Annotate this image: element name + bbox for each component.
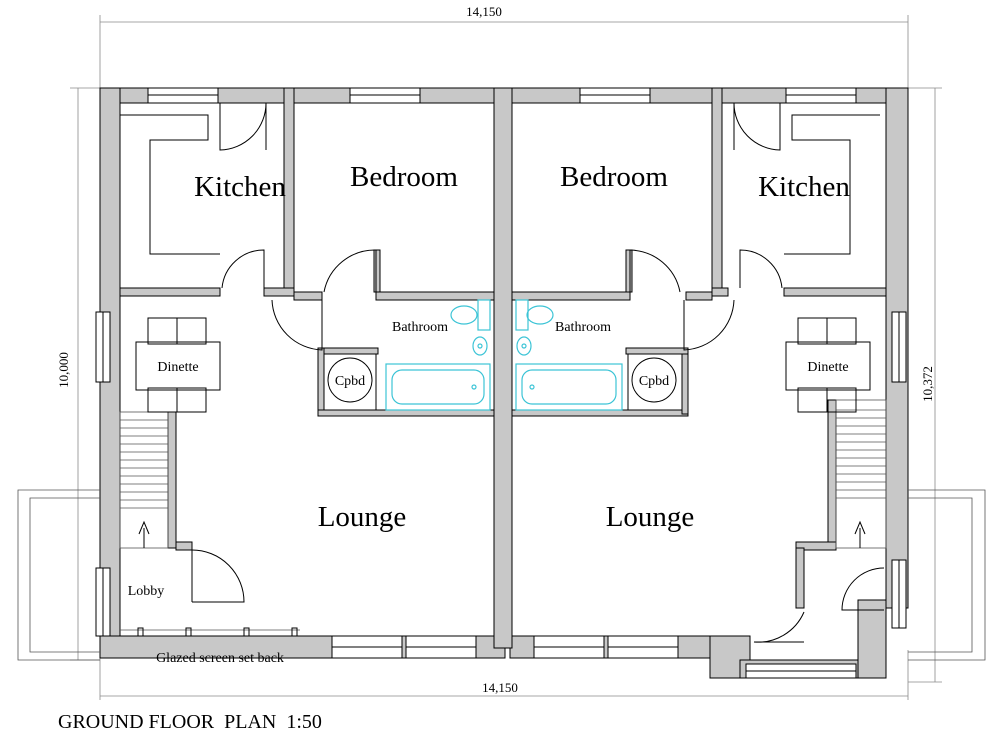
lounge-label-right: Lounge (606, 501, 695, 533)
dinette-table-left (135, 317, 221, 413)
lounge-label-left: Lounge (318, 501, 407, 533)
bathroom-label-right: Bathroom (555, 320, 611, 335)
kitchen-label-right: Kitchen (758, 171, 850, 203)
glazed-screen-label: Glazed screen set back (156, 651, 284, 666)
staircase-left (119, 411, 169, 549)
bedroom-label-right: Bedroom (560, 161, 668, 193)
bedroom-label-left: Bedroom (350, 161, 458, 193)
dimension-bottom: 14,150 (482, 680, 518, 695)
bathroom-fittings-left (385, 299, 491, 411)
cpbd-label-right: Cpbd (639, 374, 669, 389)
staircase-right (835, 399, 887, 549)
plan-title: GROUND FLOOR PLAN 1:50 (58, 711, 322, 733)
lobby-label: Lobby (128, 584, 165, 599)
porches (17, 489, 986, 661)
dinette-table-right (785, 317, 871, 413)
cpbd-label-left: Cpbd (335, 374, 365, 389)
glazed-screen (120, 627, 300, 637)
doors (191, 102, 885, 643)
dimension-left: 10,000 (56, 352, 71, 388)
dimension-right: 10,372 (920, 366, 935, 402)
kitchen-label-left: Kitchen (194, 171, 286, 203)
cupboard-right (627, 353, 683, 411)
dinette-label-right: Dinette (807, 360, 848, 375)
bathroom-label-left: Bathroom (392, 320, 448, 335)
bathroom-fittings-right (515, 299, 623, 411)
dinette-label-left: Dinette (157, 360, 198, 375)
windows (95, 87, 907, 679)
dimension-lines (70, 15, 942, 700)
cupboard-left (323, 353, 377, 411)
kitchen-worktops (120, 114, 880, 255)
dimension-top: 14,150 (466, 4, 502, 19)
